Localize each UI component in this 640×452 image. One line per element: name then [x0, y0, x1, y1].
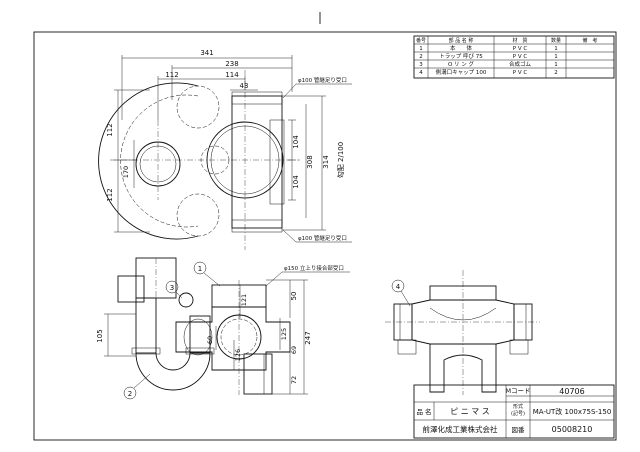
dim-112-left-top: 112 [106, 123, 114, 136]
trap-sweep-outline [98, 82, 199, 240]
dim-72: 72 [290, 376, 298, 384]
parts-row-0-name: 本 体 [450, 44, 473, 52]
parts-header-3: 数量 [551, 37, 561, 44]
side-base [429, 344, 497, 393]
slope-note: 勾配 2/100 [336, 142, 345, 178]
name-label: 品 名 [416, 407, 431, 416]
dim-247: 247 [304, 331, 312, 344]
parts-row-3-material: P V C [513, 70, 528, 76]
dim-69: 69 [290, 346, 298, 354]
dim-238: 238 [225, 60, 238, 68]
parts-table: 番号 部 品 名 称 材 質 数量 備 考 1 本 体 P V C 1 2 トラップ 呼び 75 P … [413, 35, 615, 79]
parts-row-3-name: 側溝口キャップ 100 [436, 68, 487, 76]
parts-row-1-no: 2 [419, 54, 423, 60]
main-body-section [175, 306, 291, 371]
parts-row-0-no: 1 [419, 46, 423, 52]
balloon-4-label: 4 [396, 283, 401, 291]
o-ring [178, 292, 194, 308]
parts-row-0-material: P V C [513, 46, 528, 52]
parts-row-1-qty: 1 [554, 54, 558, 60]
parts-row-0-qty: 1 [554, 46, 558, 52]
dim-104-bottom: 104 [292, 175, 300, 189]
section-view: 105 60 121 50 125 247 126 69 72 φ150 立上り… [96, 257, 350, 400]
drawing-no-value: 05008210 [552, 425, 593, 434]
dim-50: 50 [290, 292, 298, 301]
drawing-no-label: 図番 [512, 426, 526, 434]
dim-112-top: 112 [165, 71, 178, 79]
mcode-value: 40706 [559, 387, 584, 396]
dim-121: 121 [240, 294, 248, 306]
dim-112-left-bottom: 112 [106, 188, 114, 201]
parts-row-3-no: 4 [419, 70, 423, 76]
inlet-note-bottom: φ100 管継足り受口 [298, 234, 347, 242]
trap-u-bend [135, 352, 211, 391]
main-body-outline [231, 95, 283, 229]
dim-43: 43 [240, 82, 249, 90]
dim-314: 314 [322, 155, 330, 169]
inlet-note-top: φ100 管継足り受口 [298, 76, 347, 84]
dim-105: 105 [96, 329, 104, 342]
parts-row-2-name: O リ ン グ [448, 60, 475, 68]
parts-header-4: 備 考 [582, 37, 597, 44]
parts-header-0: 番号 [416, 37, 426, 44]
name-value: ピ ニ マ ス [450, 407, 490, 416]
dim-125: 125 [280, 328, 288, 340]
company-name: 前澤化成工業株式会社 [423, 424, 498, 434]
parts-header-2: 材 質 [512, 37, 527, 44]
main-body-circle [206, 121, 284, 199]
parts-row-3-qty: 2 [554, 70, 558, 76]
dim-341: 341 [200, 49, 213, 57]
model-label-2: (記号) [511, 410, 525, 417]
dim-114: 114 [225, 71, 239, 79]
balloon-2-label: 2 [128, 390, 132, 398]
balloon-3-label: 3 [170, 284, 174, 292]
trap-outlet-circle [135, 141, 181, 187]
parts-row-1-material: P V C [513, 54, 528, 60]
balloon-1 [193, 261, 207, 275]
dim-104-top: 104 [292, 135, 300, 149]
parts-row-2-qty: 1 [554, 62, 558, 68]
dim-126: 126 [234, 349, 242, 361]
dim-308: 308 [306, 155, 314, 168]
dim-170: 170 [122, 166, 130, 178]
model-value: MA-UT改 100x75S-150 [533, 407, 612, 416]
model-label-1: 形式 [513, 403, 523, 410]
balloon-3 [165, 280, 179, 294]
plan-view: 341 238 112 114 43 112 112 170 104 104 3… [98, 49, 352, 250]
sheet-border [33, 31, 617, 441]
parts-row-1-name: トラップ 呼び 75 [439, 52, 483, 60]
riser-note: φ150 立上り接合部受口 [284, 264, 344, 272]
dim-60: 60 [206, 336, 214, 344]
parts-row-2-material: 合成ゴム [509, 60, 532, 68]
balloon-2 [123, 386, 137, 400]
mcode-label: Mコード [505, 387, 530, 395]
balloon-4 [391, 279, 405, 293]
side-view: 4 [385, 270, 540, 395]
title-block: Mコード 40706 形式 (記号) MA-UT改 100x75S-150 品 … [413, 384, 615, 439]
parts-header-1: 部 品 名 称 [449, 37, 474, 44]
parts-row-2-no: 3 [419, 62, 423, 68]
balloon-1-label: 1 [198, 265, 202, 273]
